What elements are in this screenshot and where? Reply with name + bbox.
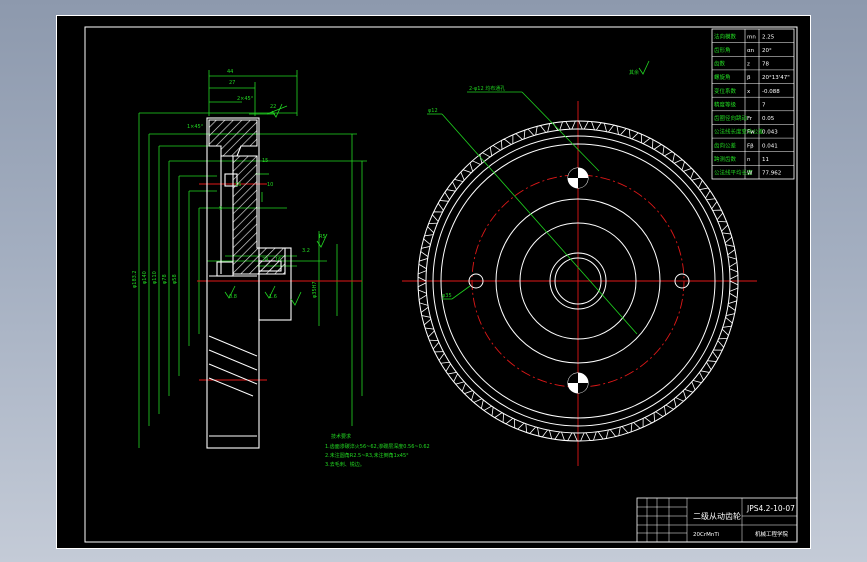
drawing-frame xyxy=(84,26,798,543)
leader-lines xyxy=(427,91,638,335)
param-name: 齿向公差 xyxy=(714,141,737,149)
param-value: 11 xyxy=(762,157,769,163)
param-symbol: αn xyxy=(747,48,755,54)
dim-16b: 16 xyxy=(275,257,281,263)
tech-note-3: 3.去毛刺、锐边。 xyxy=(325,461,365,468)
roughness-b: 1.6 xyxy=(269,294,277,300)
title-block: 二级从动齿轮 JPS4.2-10-07 20CrMnTi 机械工程学院 xyxy=(636,497,798,543)
param-name: 法向模数 xyxy=(714,32,737,40)
param-symbol: Fr xyxy=(747,116,753,122)
engineering-drawing: 44 27 2×45° 22 1×45° 15 16 9 24 16 10 R5… xyxy=(84,26,798,543)
part-name: 二级从动齿轮 xyxy=(693,511,741,521)
leader-bore-dim: φ35 xyxy=(442,293,452,299)
helical-tooth-lines xyxy=(208,335,258,437)
param-symbol: W xyxy=(747,171,753,177)
dim-9: 9 xyxy=(219,206,222,212)
param-name: 齿数 xyxy=(714,60,726,68)
dim-tip-diameter: φ183.2 xyxy=(132,270,138,288)
lightening-holes xyxy=(468,167,690,394)
dim-78: φ78 xyxy=(162,274,168,284)
dim-140: φ140 xyxy=(142,271,148,284)
param-value: 77.962 xyxy=(762,171,781,177)
param-value: 2.25 xyxy=(762,34,775,40)
param-symbol: Fβ xyxy=(747,143,754,149)
gear-front-view: φ12 2-φ12 均布通孔 φ35 其余 xyxy=(402,69,757,466)
param-value: 20° xyxy=(762,48,772,54)
gear-parameter-table: 法向模数 mn 2.25 齿形角 αn 20° 齿数 z 78 螺旋角 β 20°13'47" 变位系数… xyxy=(711,28,795,180)
roughness-a: 0.8 xyxy=(229,294,237,300)
dim-overall-width: 44 xyxy=(227,69,233,75)
gear-circles xyxy=(417,120,739,442)
dim-rim-offset: 22 xyxy=(270,104,276,110)
front-centerlines xyxy=(402,101,757,466)
dim-r5: R5 xyxy=(319,234,326,240)
gear-body-outline xyxy=(206,117,292,449)
section-dimension-labels: 44 27 2×45° 22 1×45° 15 16 9 24 16 10 R5… xyxy=(132,69,326,300)
tech-notes-title: 技术要求 xyxy=(331,433,351,440)
dim-15: 15 xyxy=(262,158,268,164)
cad-viewport[interactable]: 44 27 2×45° 22 1×45° 15 16 9 24 16 10 R5… xyxy=(56,15,811,549)
param-name: 公法线平均长度 xyxy=(714,169,753,177)
param-symbol: β xyxy=(747,75,751,81)
param-name: 公法线长度变动公差 xyxy=(714,128,764,136)
leader-holes-label: 2-φ12 均布通孔 xyxy=(469,85,505,92)
dim-58: φ58 xyxy=(172,274,178,284)
tech-notes: 技术要求 1.齿面渗碳淬火56~62,渗碳层深度0.56~0.62 2.未注圆角… xyxy=(325,433,430,468)
dim-110: φ110 xyxy=(152,271,158,284)
param-symbol: x xyxy=(747,89,751,95)
param-name: 变位系数 xyxy=(714,87,737,95)
param-name: 跨测齿数 xyxy=(714,155,737,163)
roughness-c: 3.2 xyxy=(302,248,310,254)
param-symbol: n xyxy=(747,157,751,163)
param-value: 20°13'47" xyxy=(762,75,790,81)
param-symbol: mn xyxy=(747,34,756,40)
roughness-symbols xyxy=(224,60,650,306)
param-value: 0.041 xyxy=(762,143,778,149)
param-symbol: Fw xyxy=(747,130,755,136)
dim-16: 16 xyxy=(235,182,241,188)
school-name: 机械工程学院 xyxy=(755,530,789,538)
param-name: 齿形角 xyxy=(714,46,731,54)
param-symbol: z xyxy=(747,62,750,68)
param-value: 78 xyxy=(762,62,769,68)
dim-hatch-chamfer: 1×45° xyxy=(187,124,204,130)
drawing-number: JPS4.2-10-07 xyxy=(746,504,795,513)
roughness-note: 其余 xyxy=(629,69,639,76)
gear-section-view: 44 27 2×45° 22 1×45° 15 16 9 24 16 10 R5… xyxy=(132,60,650,449)
dim-10: 10 xyxy=(267,182,273,188)
tech-note-2: 2.未注圆角R2.5~R3,未注倒角1x45° xyxy=(325,452,409,459)
dim-rim-width: 27 xyxy=(229,80,235,86)
param-name: 精度等级 xyxy=(714,100,737,108)
param-value: 7 xyxy=(762,102,766,108)
leader-hole-dim: φ12 xyxy=(428,108,438,114)
dim-bore: φ35H7 xyxy=(312,281,318,298)
leader-labels: φ12 2-φ12 均布通孔 φ35 其余 xyxy=(428,69,639,299)
param-value: 0.05 xyxy=(762,116,775,122)
param-value: 0.043 xyxy=(762,130,778,136)
param-value: -0.088 xyxy=(762,89,780,95)
dim-chamfer: 2×45° xyxy=(237,96,254,102)
material: 20CrMnTi xyxy=(693,532,720,538)
dim-24: 24 xyxy=(262,257,268,263)
param-name: 螺旋角 xyxy=(714,73,731,81)
param-name: 齿圈径向跳动 xyxy=(714,114,748,122)
tech-note-1: 1.齿面渗碳淬火56~62,渗碳层深度0.56~0.62 xyxy=(325,443,430,450)
